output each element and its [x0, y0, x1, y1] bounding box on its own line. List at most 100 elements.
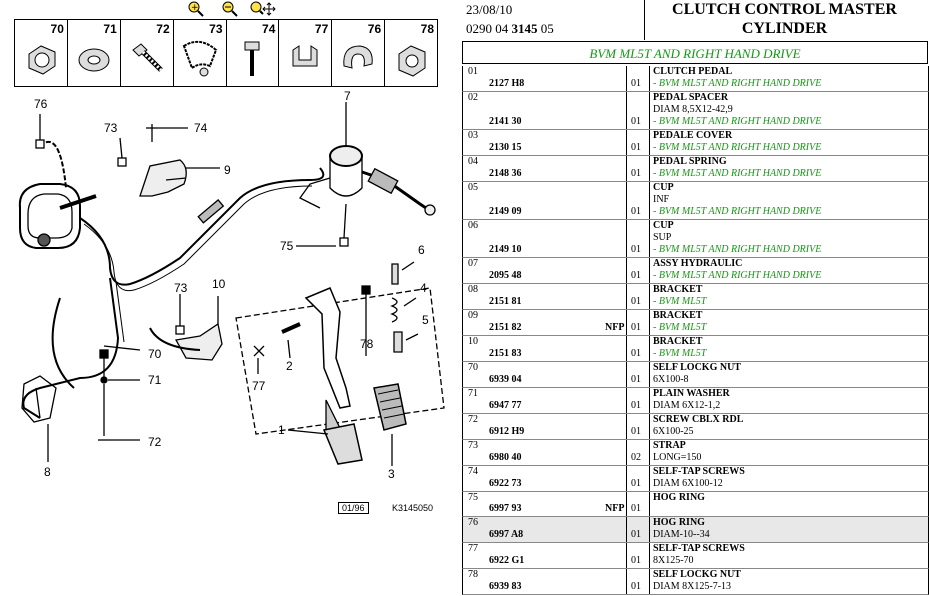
part-name: SELF LOCKG NUT — [653, 362, 741, 373]
part-description: HOG RING — [649, 492, 928, 516]
callout-label: 3 — [388, 467, 395, 481]
part-spec: 6X100-8 — [653, 374, 689, 385]
part-index: 74 — [468, 466, 478, 477]
parts-list-panel: 23/08/10 0290 04 3145 05 CLUTCH CONTROL … — [462, 0, 929, 596]
part-description: BRACKET- BVM ML5T — [649, 284, 928, 309]
part-note: - BVM ML5T AND RIGHT HAND DRIVE — [653, 142, 822, 153]
thumb-washer[interactable]: 71 — [66, 19, 121, 87]
part-name: PEDAL SPRING — [653, 156, 727, 167]
thumb-self-tap-screw[interactable]: 74 — [225, 19, 280, 87]
callout-label: 75 — [280, 239, 294, 253]
thumb-number: 76 — [367, 22, 382, 36]
thumb-lock-nut[interactable]: 78 — [384, 19, 438, 87]
part-description: ASSY HYDRAULIC- BVM ML5T AND RIGHT HAND … — [649, 258, 928, 283]
part-reference: 6997 A8 — [489, 529, 524, 540]
subtitle-banner: BVM ML5T AND RIGHT HAND DRIVE — [462, 41, 928, 64]
thumb-screw[interactable]: 72 — [119, 19, 174, 87]
page-title: CLUTCH CONTROL MASTER CYLINDER — [644, 0, 924, 40]
thumb-strap[interactable]: 73 — [172, 19, 227, 87]
part-name: PLAIN WASHER — [653, 388, 730, 399]
column-divider — [626, 569, 627, 594]
part-description: CLUTCH PEDAL- BVM ML5T AND RIGHT HAND DR… — [649, 66, 928, 91]
callout-label: 73 — [174, 281, 188, 295]
part-description: PEDAL SPRING- BVM ML5T AND RIGHT HAND DR… — [649, 156, 928, 181]
thumb-hog-ring[interactable]: 77 — [278, 19, 333, 87]
part-name: SELF LOCKG NUT — [653, 569, 741, 580]
part-quantity: 01 — [631, 78, 641, 89]
part-index: 04 — [468, 156, 478, 167]
part-reference: 2141 30 — [489, 116, 522, 127]
thumb-clip[interactable]: 76 — [331, 19, 386, 87]
part-index: 78 — [468, 569, 478, 580]
part-spec: DIAM 6X12-1,2 — [653, 400, 721, 411]
part-spec: INF — [653, 194, 670, 205]
callout-label: 78 — [360, 337, 374, 351]
part-name: PEDAL SPACER — [653, 92, 729, 103]
part-description: BRACKET- BVM ML5T — [649, 310, 928, 335]
part-index: 76 — [468, 517, 478, 528]
part-nfp: NFP — [605, 503, 625, 514]
part-name: SELF-TAP SCREWS — [653, 466, 745, 477]
callout-label: 71 — [148, 373, 162, 387]
part-name: BRACKET — [653, 310, 703, 321]
column-divider — [626, 66, 627, 91]
part-name: HOG RING — [653, 517, 705, 528]
column-divider — [626, 440, 627, 465]
part-index: 73 — [468, 440, 478, 451]
zoom-out-icon[interactable] — [222, 1, 238, 17]
thumb-nut[interactable]: 70 — [14, 19, 68, 87]
column-divider — [626, 492, 627, 516]
part-note: - BVM ML5T AND RIGHT HAND DRIVE — [653, 168, 822, 179]
column-divider — [626, 466, 627, 491]
callout-label: 73 — [104, 121, 118, 135]
part-note: - BVM ML5T AND RIGHT HAND DRIVE — [653, 206, 822, 217]
part-index: 05 — [468, 182, 478, 193]
callout-label: 7 — [344, 89, 351, 103]
thumb-number: 70 — [50, 22, 64, 36]
hardware-thumbnails: 70 71 72 73 74 77 76 78 — [14, 19, 438, 87]
part-quantity: 01 — [631, 270, 641, 281]
part-name: BRACKET — [653, 284, 703, 295]
column-divider — [626, 388, 627, 413]
zoom-move-icon[interactable] — [250, 1, 276, 17]
part-name: STRAP — [653, 440, 686, 451]
part-index: 09 — [468, 310, 478, 321]
part-quantity: 01 — [631, 555, 641, 566]
column-divider — [626, 517, 627, 542]
part-quantity: 01 — [631, 296, 641, 307]
part-spec: 8X125-70 — [653, 555, 694, 566]
part-note: - BVM ML5T AND RIGHT HAND DRIVE — [653, 78, 822, 89]
zoom-in-icon[interactable]: + — [188, 1, 204, 17]
column-divider — [626, 284, 627, 309]
header-date: 23/08/10 — [466, 2, 513, 17]
part-spec: DIAM 6X100-12 — [653, 478, 723, 489]
callout-label: 9 — [224, 163, 231, 177]
part-spec: LONG=150 — [653, 452, 702, 463]
column-divider — [626, 130, 627, 155]
part-reference: 2149 10 — [489, 244, 522, 255]
column-divider — [626, 258, 627, 283]
part-index: 03 — [468, 130, 478, 141]
part-name: ASSY HYDRAULIC — [653, 258, 743, 269]
